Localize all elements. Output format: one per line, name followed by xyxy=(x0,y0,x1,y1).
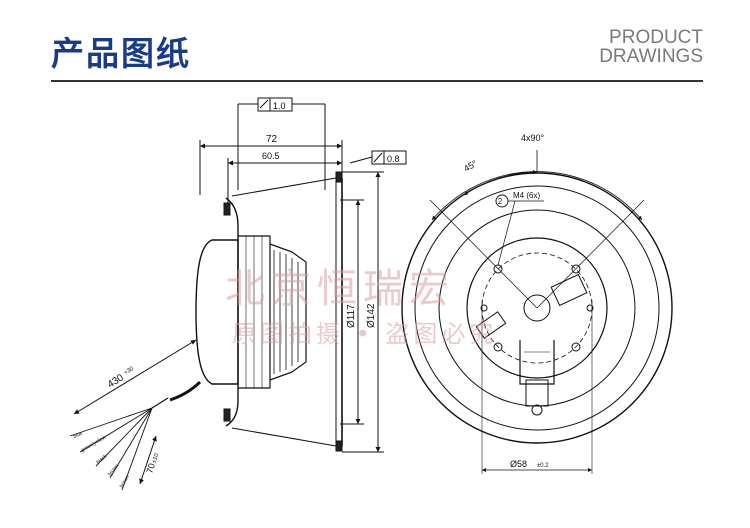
cable-length-tol: +30 xyxy=(123,366,135,377)
wire-label-2: green/yellow xyxy=(80,434,108,453)
flatness-tolerance-box xyxy=(237,97,326,190)
subtitle-line-2: DRAWINGS xyxy=(599,46,703,67)
outer-ring-inner xyxy=(414,185,660,431)
hub-plate xyxy=(466,237,608,379)
runout-tolerance-value: 0.8 xyxy=(387,154,400,164)
wire-label-4: brown xyxy=(107,463,120,477)
angle-arc-45 xyxy=(463,170,538,196)
watermark-line-1: 北京恒瑞宏 xyxy=(225,266,455,312)
callout-number: 2 xyxy=(498,197,503,206)
hub-diameter: Ø58 xyxy=(510,459,527,469)
ring-top-edge xyxy=(335,171,343,183)
side-view: 1.0 72 60.5 0.8 xyxy=(69,97,407,491)
page-subtitle: PRODUCT DRAWINGS xyxy=(599,28,703,66)
label-plate xyxy=(475,311,507,339)
cable-wires xyxy=(69,407,153,491)
dim-inner-diameter: Ø117 xyxy=(346,304,357,328)
dim-overall-width: 72 xyxy=(266,134,278,145)
back-plate xyxy=(225,197,239,427)
cable-sheath xyxy=(169,380,202,402)
header-divider xyxy=(51,80,703,82)
flatness-tolerance-value: 1.0 xyxy=(273,101,286,111)
outer-ring xyxy=(401,172,673,444)
motor-rotor-cap xyxy=(269,243,307,381)
hub-diameter-label: Ø58 ±0.2 xyxy=(510,459,549,469)
thread-callout: M4 (6x) xyxy=(513,191,540,200)
dim-outer-diameter: Ø142 xyxy=(366,303,377,328)
front-view xyxy=(401,150,673,474)
strip-length-tol: ±10 xyxy=(152,452,161,464)
angle-pattern: 4x90° xyxy=(521,133,545,143)
connector-block xyxy=(550,273,588,307)
wire-label-5: brown xyxy=(119,474,131,489)
cable-exit-housing xyxy=(519,340,555,385)
runout-tolerance-box xyxy=(349,150,407,165)
motor-housing xyxy=(195,239,239,385)
hub-diameter-tol: ±0.2 xyxy=(537,463,549,469)
ring-bottom-edge xyxy=(335,440,343,452)
strip-length: 70 xyxy=(144,462,157,475)
dim-line-cable xyxy=(73,339,197,415)
wire-label-1: blue xyxy=(73,431,84,440)
cable-length: 430 xyxy=(106,372,126,390)
rotor-fins xyxy=(273,250,299,374)
dim-line-strip xyxy=(139,435,157,485)
strip-length-label: 70 ±10 xyxy=(144,452,161,475)
angle-offset: 45° xyxy=(462,158,479,174)
dim-depth: 60.5 xyxy=(262,151,280,161)
center-bore xyxy=(523,294,551,322)
watermark-line-2: 原图拍摄 • 盗图必究 xyxy=(232,320,497,348)
subtitle-line-1: PRODUCT xyxy=(609,27,703,48)
page-title: 产品图纸 xyxy=(51,34,191,73)
